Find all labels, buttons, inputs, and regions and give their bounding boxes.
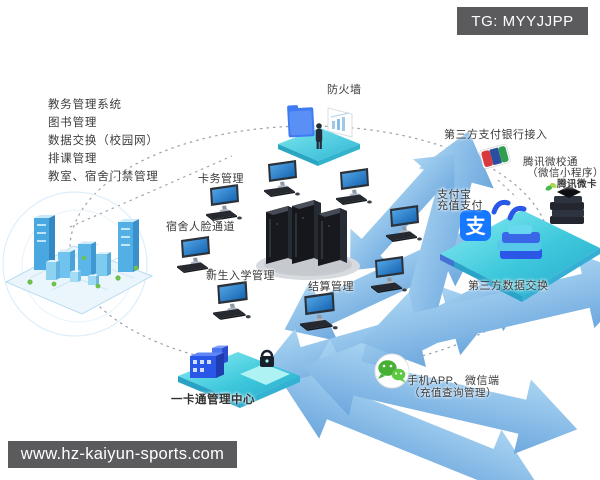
list-item: 教务管理系统 [48, 99, 122, 111]
alipay-label-line1: 支付宝 [437, 189, 472, 201]
settlement-label: 结算管理 [308, 281, 354, 293]
workstation-top-left [264, 160, 300, 197]
chart-board-icon [327, 107, 353, 138]
alipay-label-line2: 充值支付 [437, 200, 483, 212]
bank-access-label: 第三方支付银行接入 [444, 129, 548, 141]
workstation-dorm-face [177, 236, 213, 273]
left-system-list: 教务管理系统 图书管理 数据交换（校园网） 排课管理 教室、宿舍门禁管理 [48, 96, 159, 186]
lock-icon [240, 349, 290, 385]
tencent-weika-label: 腾讯微卡 [557, 179, 598, 190]
onecard-center-platform [178, 345, 300, 408]
telegram-badge: TG: MYYJJPP [457, 7, 588, 35]
new-student-label: 新生入学管理 [206, 270, 275, 282]
swoosh-arcs [491, 199, 527, 221]
city-trees [27, 255, 139, 289]
data-exchange-label: 第三方数据交换 [468, 280, 549, 292]
workstation-card-management [206, 184, 242, 221]
tencent-weika-icon [545, 182, 557, 191]
list-item: 图书管理 [48, 117, 98, 129]
person-figure [315, 123, 323, 149]
mobile-app-label: 手机APP、微信端 [407, 375, 500, 387]
firewall-platform [278, 105, 360, 166]
central-server-cluster [256, 200, 360, 280]
list-item: 教室、宿舍门禁管理 [48, 171, 159, 183]
svg-text:支: 支 [466, 214, 487, 238]
list-item: 数据交换（校园网） [48, 135, 159, 147]
mobile-app-sub-label: （充值查询管理） [409, 387, 497, 399]
smart-city-illustration [2, 191, 154, 337]
building-blocks [190, 345, 228, 378]
data-exchange-platform: 支 [440, 186, 600, 302]
tencent-weixiao-label: 腾讯微校通 [523, 156, 578, 168]
watermark-url: www.hz-kaiyun-sports.com [8, 441, 237, 468]
workstation-new-student [213, 281, 251, 320]
tencent-weixiao-sub-label: （微信小程序） [527, 167, 600, 179]
unionpay-card-icon [479, 144, 511, 169]
onecard-center-label: 一卡通管理中心 [171, 394, 255, 406]
stacked-books-icon [497, 225, 542, 259]
firewall-label: 防火墙 [327, 84, 362, 96]
folder-icon [287, 105, 315, 138]
workstation-top-right [336, 168, 372, 205]
dark-stack-icon [550, 186, 584, 224]
alipay-icon: 支 [460, 210, 491, 241]
dorm-face-channel-label: 宿舍人脸通道 [166, 221, 235, 233]
workstation-right [386, 205, 422, 242]
list-item: 排课管理 [48, 153, 98, 165]
wechat-icon [374, 353, 410, 389]
card-management-label: 卡务管理 [198, 173, 244, 185]
